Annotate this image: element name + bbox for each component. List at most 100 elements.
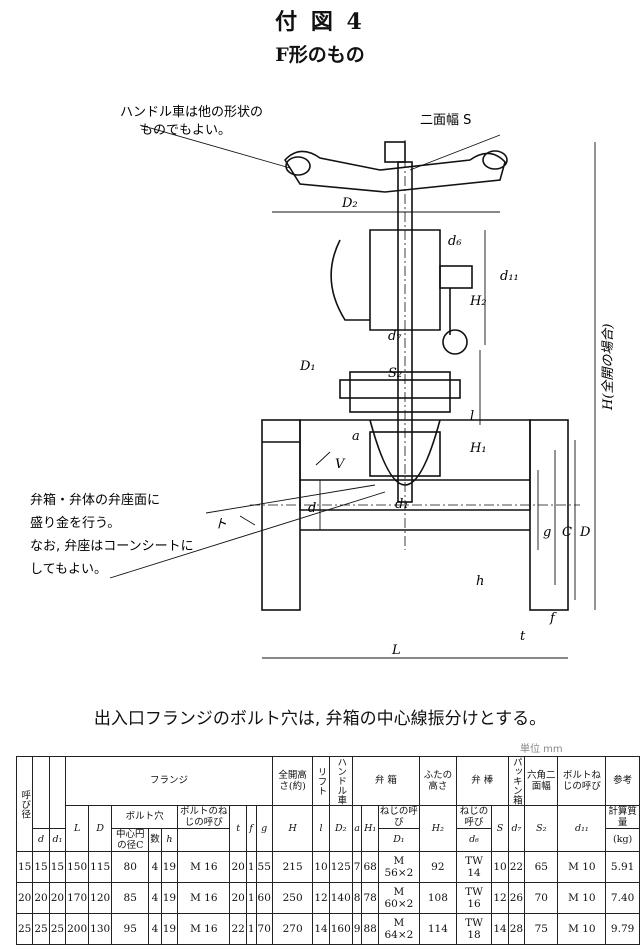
col-D2: D₂ bbox=[328, 804, 353, 852]
table-cell: 22 bbox=[229, 912, 247, 945]
col-d11: d₁₁ bbox=[557, 804, 607, 852]
figure-subtitle: F形のもの bbox=[275, 44, 365, 66]
table-cell: 60 bbox=[255, 881, 273, 914]
table-cell: 65 bbox=[524, 850, 559, 883]
col-D: D bbox=[88, 804, 113, 852]
col-S: S bbox=[491, 804, 509, 852]
col-hex: 六角二面幅 bbox=[524, 756, 559, 806]
dim-d6: d₆ bbox=[448, 234, 462, 249]
table-cell: 25 bbox=[48, 912, 67, 945]
table-cell: 15 bbox=[48, 850, 67, 883]
table-cell: 130 bbox=[88, 912, 113, 945]
col-pcd: 中心円の径C bbox=[111, 827, 150, 852]
table-cell: 120 bbox=[88, 881, 113, 914]
table-cell: M 16 bbox=[177, 850, 231, 883]
seat-note-line2: 盛り金を行う。 bbox=[30, 515, 120, 531]
table-cell: 160 bbox=[328, 912, 353, 945]
table-cell: 4 bbox=[148, 912, 162, 945]
table-cell: 9.79 bbox=[605, 912, 640, 945]
table-cell: 68 bbox=[361, 850, 379, 883]
table-cell: 80 bbox=[111, 850, 150, 883]
dim-t: t bbox=[520, 629, 526, 644]
dim-S2: S₂ bbox=[388, 366, 402, 381]
seat-note-line1: 弁箱・弁体の弁座面に bbox=[30, 492, 160, 508]
dim-d11: d₁₁ bbox=[500, 269, 519, 284]
table-cell: 15 bbox=[15, 850, 34, 883]
table-cell: 19 bbox=[160, 912, 179, 945]
col-t: t bbox=[229, 804, 247, 852]
col-lift: リフト bbox=[312, 756, 330, 806]
table-cell: 5.91 bbox=[605, 850, 640, 883]
bolt-hole-note: 出入口フランジのボルト穴は, 弁箱の中心線振分けとする。 bbox=[93, 709, 547, 729]
table-cell: TW 18 bbox=[455, 912, 493, 945]
col-H2: H₂ bbox=[418, 804, 457, 852]
table-cell: 270 bbox=[271, 912, 314, 945]
col-d: d bbox=[32, 827, 50, 852]
table-cell: 125 bbox=[328, 850, 353, 883]
table-cell: 26 bbox=[507, 881, 526, 914]
table-cell: M 16 bbox=[177, 912, 231, 945]
table-cell: 70 bbox=[524, 881, 559, 914]
table-cell: 85 bbox=[111, 881, 150, 914]
handle-note-line2: ものでもよい。 bbox=[140, 123, 231, 138]
table-cell: 150 bbox=[65, 850, 90, 883]
col-nominal: 呼び径 bbox=[15, 756, 34, 852]
table-cell: 70 bbox=[255, 912, 273, 945]
dim-H2: H₂ bbox=[469, 294, 487, 309]
col-d6: d₆ bbox=[455, 827, 493, 852]
col-handwheel: ハンドル車 bbox=[328, 756, 353, 806]
table-cell: M 64×2 bbox=[377, 912, 420, 945]
table-cell: 4 bbox=[148, 850, 162, 883]
table-cell: 75 bbox=[524, 912, 559, 945]
dim-a: a bbox=[352, 429, 360, 444]
table-cell: M 16 bbox=[177, 881, 231, 914]
table-cell: 19 bbox=[160, 881, 179, 914]
table-cell: 1 bbox=[245, 881, 257, 914]
table-cell: 25 bbox=[15, 912, 34, 945]
table-cell: 88 bbox=[361, 912, 379, 945]
table-cell: 20 bbox=[15, 881, 34, 914]
dim-D2: D₂ bbox=[341, 196, 358, 211]
table-cell: 14 bbox=[491, 912, 509, 945]
col-d1-blank bbox=[48, 756, 67, 829]
table-cell: 140 bbox=[328, 881, 353, 914]
dim-H-full-open: H(全開の場合) bbox=[600, 324, 616, 411]
table-cell: 95 bbox=[111, 912, 150, 945]
table-cell: M 56×2 bbox=[377, 850, 420, 883]
table-cell: 8 bbox=[351, 881, 363, 914]
table-cell: 200 bbox=[65, 912, 90, 945]
table-cell: 22 bbox=[507, 850, 526, 883]
col-bolt-holes: ボルト穴 bbox=[111, 804, 179, 829]
table-cell: 20 bbox=[32, 881, 50, 914]
table-cell: 7 bbox=[351, 850, 363, 883]
dim-H1: H₁ bbox=[469, 441, 487, 456]
col-d1: d₁ bbox=[48, 827, 67, 852]
unit-label: 単位 mm bbox=[520, 744, 563, 755]
col-bolt-thread-blank bbox=[177, 827, 231, 852]
dim-L: L bbox=[391, 643, 401, 658]
table-cell: 20 bbox=[229, 850, 247, 883]
col-stem: 弁 棒 bbox=[455, 756, 509, 806]
col-count: 数 bbox=[148, 827, 162, 852]
dim-D: D bbox=[579, 525, 591, 540]
handle-note-line1: ハンドル車は他の形状の bbox=[120, 105, 263, 120]
table-cell: 20 bbox=[229, 881, 247, 914]
table-cell: M 60×2 bbox=[377, 881, 420, 914]
col-l: l bbox=[312, 804, 330, 852]
dim-d7: d₇ bbox=[388, 329, 402, 344]
col-bolt-call: ボルトねじの呼び bbox=[557, 756, 607, 806]
table-cell: TW 16 bbox=[455, 881, 493, 914]
col-a: a bbox=[351, 804, 363, 852]
col-bolt-thread: ボルトのねじの呼び bbox=[177, 804, 231, 829]
col-body-thread: ねじの呼び bbox=[377, 804, 420, 829]
seat-note-line3: なお, 弁座はコーンシートに bbox=[30, 539, 194, 554]
table-cell: 55 bbox=[255, 850, 273, 883]
table-cell: 12 bbox=[312, 881, 330, 914]
col-f: f bbox=[245, 804, 257, 852]
table-cell: 4 bbox=[148, 881, 162, 914]
dim-h-mark: ト bbox=[214, 517, 227, 532]
table-cell: 10 bbox=[491, 850, 509, 883]
